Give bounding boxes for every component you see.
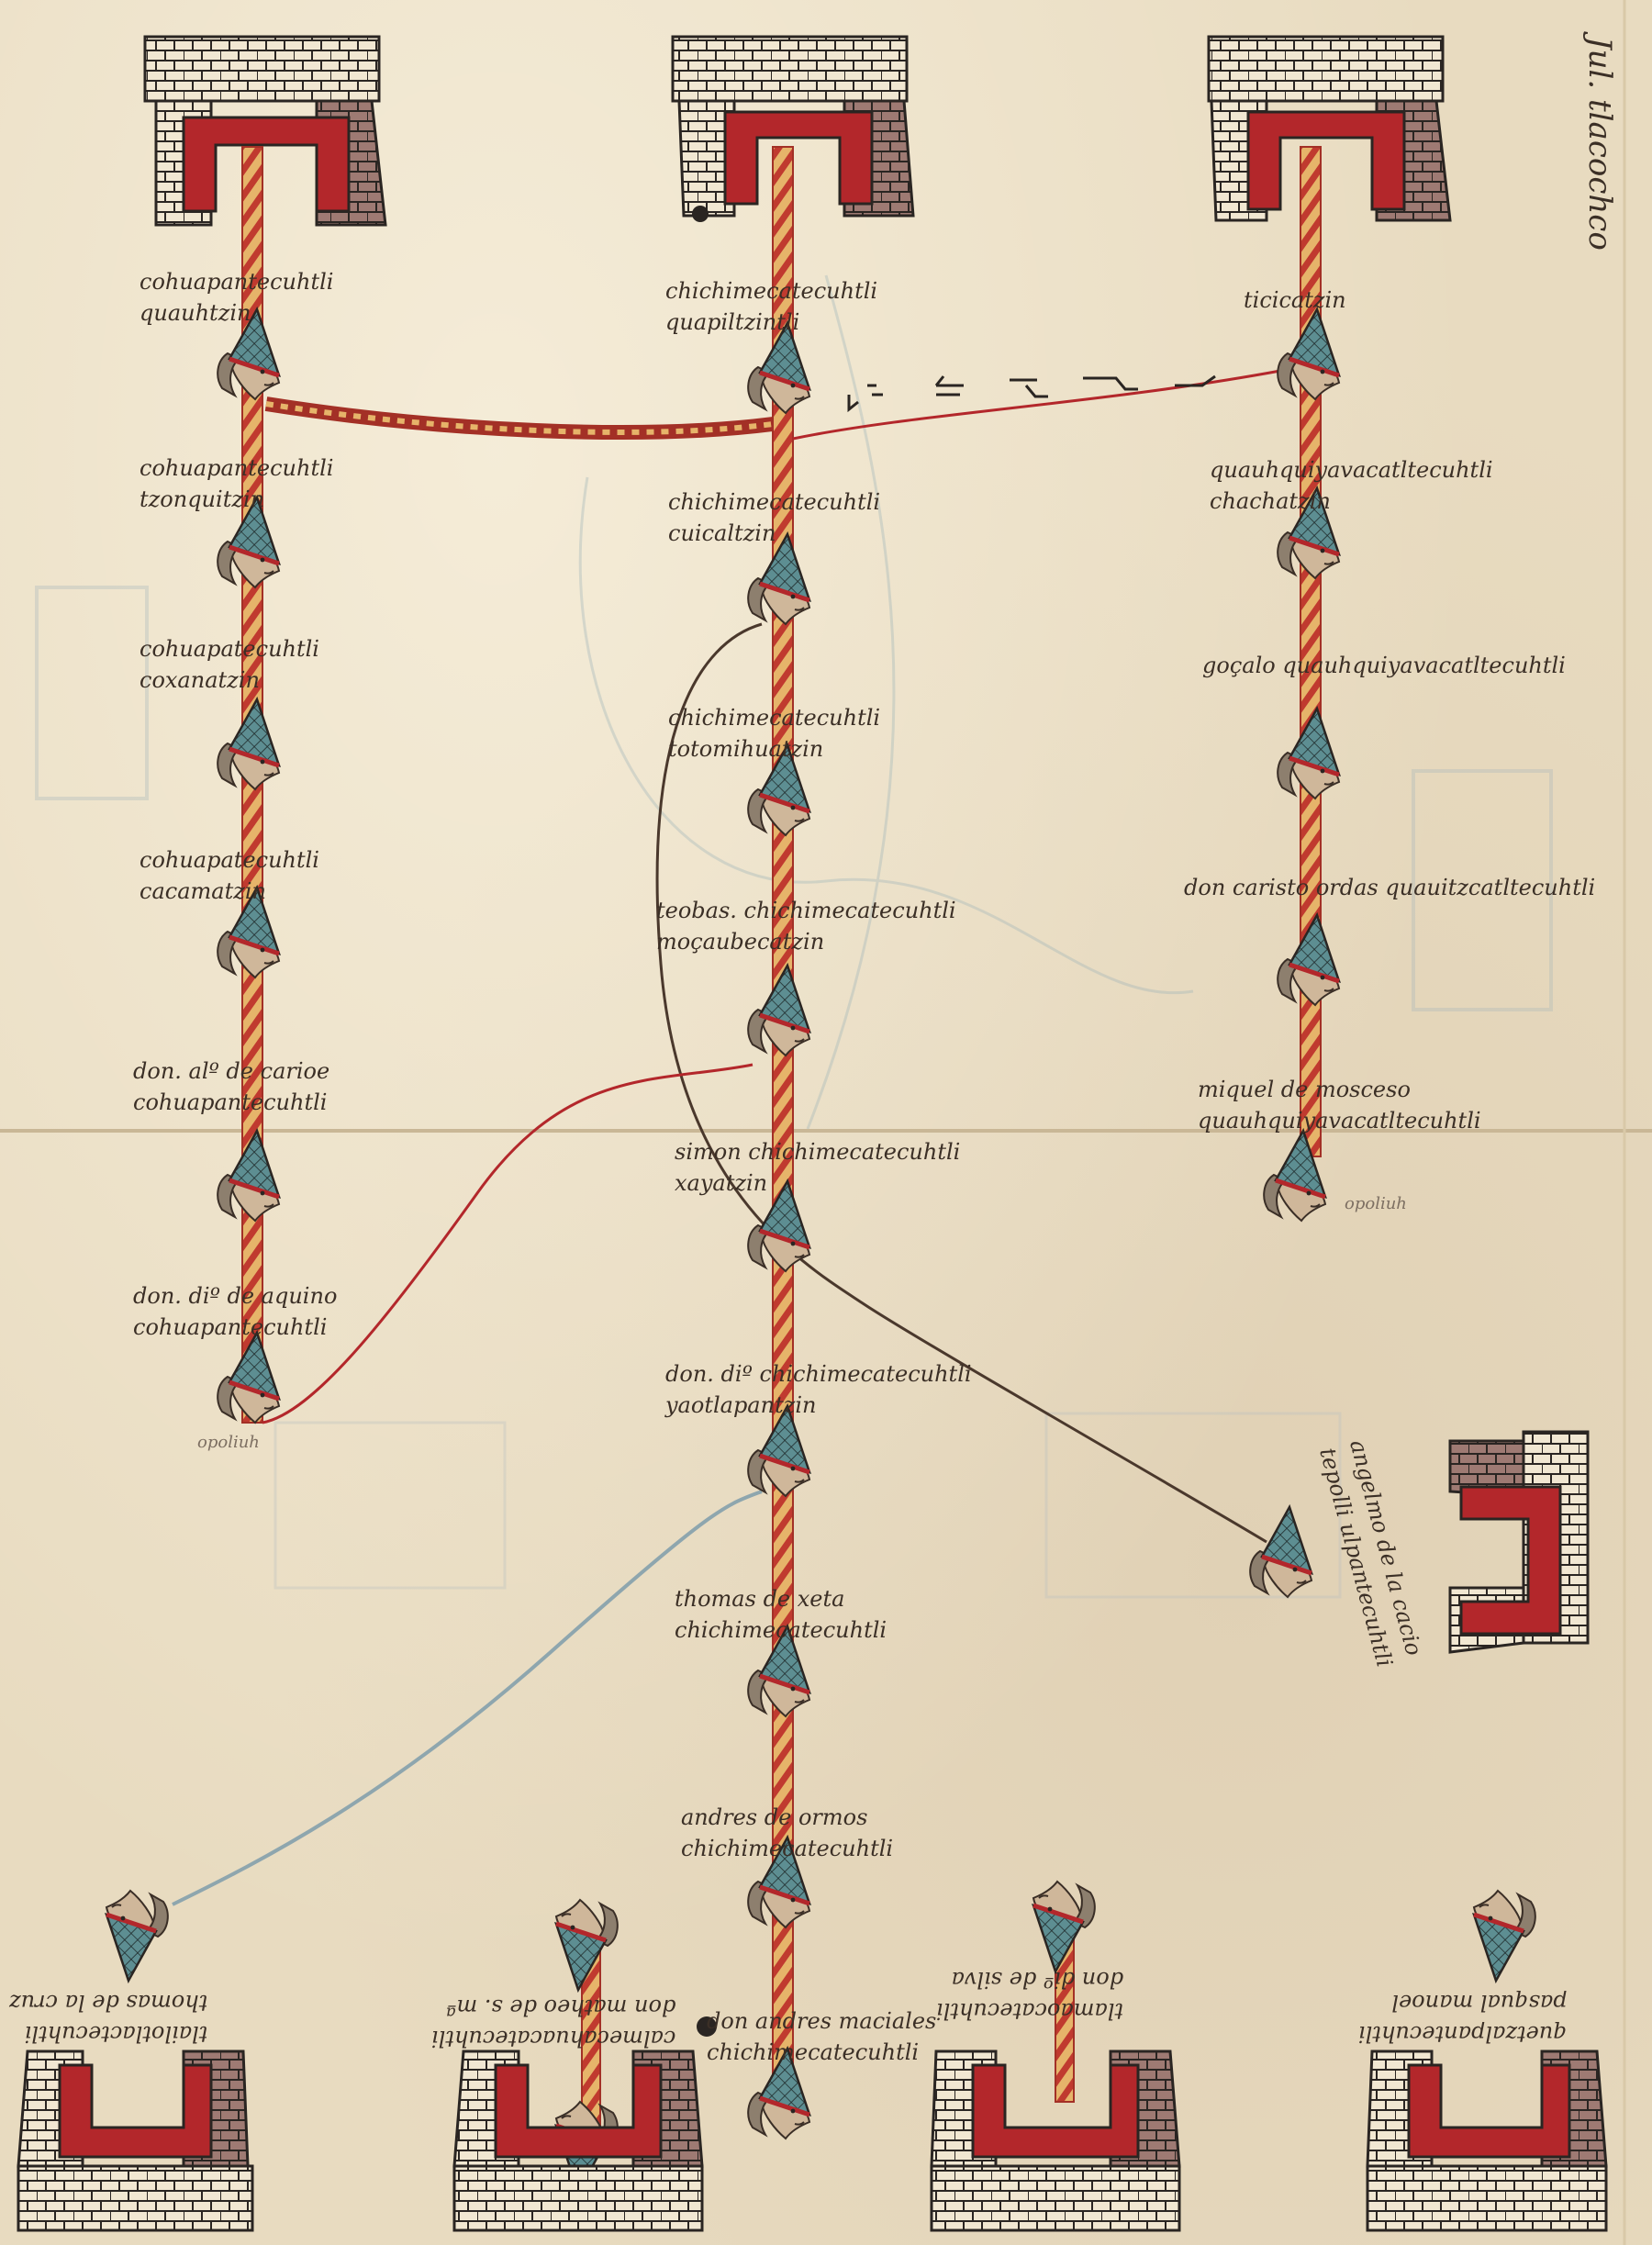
- palace-bottom-1: [17, 2050, 254, 2232]
- palace-top-center: [671, 35, 915, 218]
- right-label-1: ticicatzin: [1244, 287, 1346, 313]
- palace-top-left: [143, 35, 387, 227]
- footprints: [847, 374, 1216, 413]
- palace-side-right: [1448, 1430, 1590, 1654]
- head-side-figure: [1250, 1507, 1312, 1597]
- header-title: Jul. tlacochco: [1581, 37, 1618, 251]
- heads-center: [748, 323, 809, 2139]
- bleed-through-lines: [35, 274, 1553, 1599]
- palace-bottom-4: [1366, 2050, 1608, 2232]
- palace-top-right: [1207, 35, 1452, 222]
- left-note: opoliuh: [197, 1433, 260, 1452]
- right-note: opoliuh: [1345, 1194, 1407, 1213]
- connection-line-red: [262, 1063, 753, 1424]
- connection-line-blue: [172, 1490, 763, 1906]
- right-label-3: goçalo quauhquiyavacatltecuhtli: [1202, 653, 1566, 678]
- right-label-4: don caristo ordas quauitzcatltecuhtli: [1184, 875, 1596, 900]
- palace-bottom-3: [930, 2050, 1181, 2232]
- palace-bottom-2: [452, 2050, 704, 2232]
- connection-line-dark: [655, 622, 1267, 1544]
